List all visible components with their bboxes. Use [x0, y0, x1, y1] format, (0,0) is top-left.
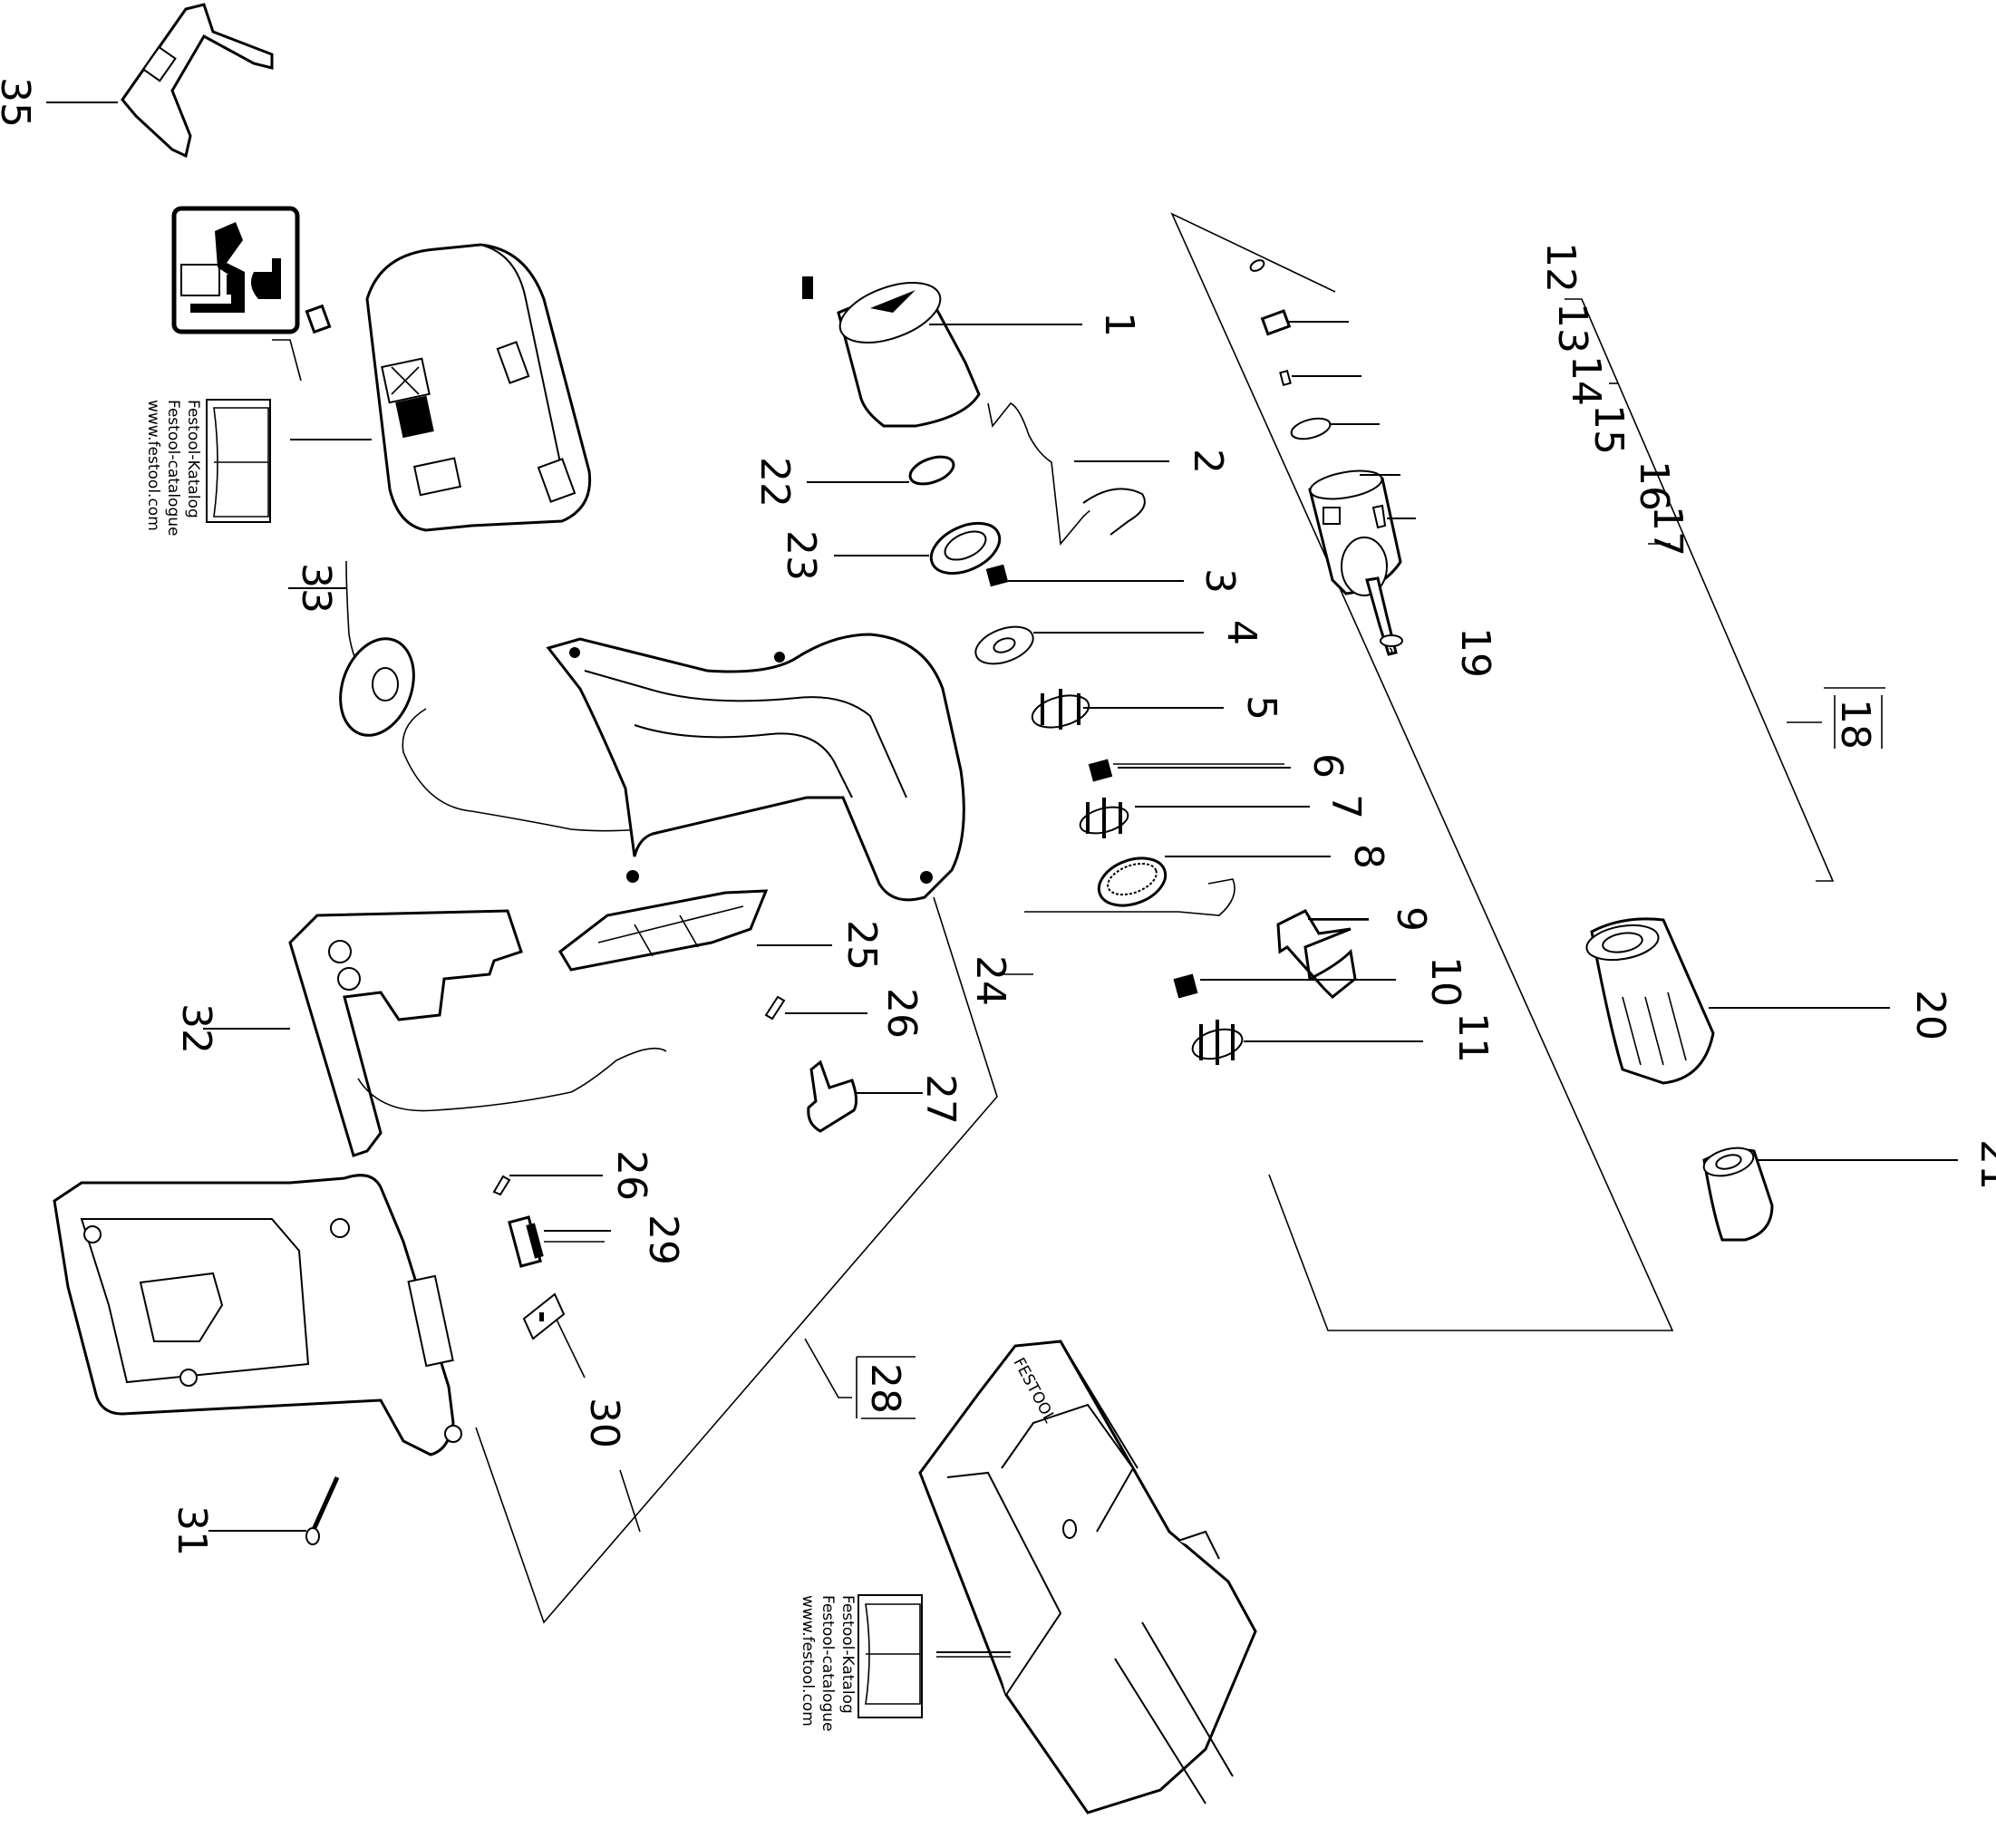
part-label-26-upper: 26 — [878, 988, 925, 1039]
part-label-17: 17 — [1644, 506, 1691, 556]
clip-part-17 — [1371, 504, 1387, 529]
part-label-30: 30 — [581, 1398, 627, 1448]
catalog-note-2-line3: www.festool.com — [799, 1595, 817, 1727]
direction-switch-part — [807, 1059, 858, 1133]
planet-carrier-part-11 — [1191, 1020, 1244, 1065]
part-label-8: 8 — [1345, 844, 1391, 869]
safety-pictogram — [171, 206, 300, 334]
part-label-10: 10 — [1422, 956, 1468, 1007]
electronics-cover-part — [558, 889, 769, 972]
cable-harness-part — [987, 402, 1146, 546]
housing-half-part — [546, 633, 965, 902]
part-label-4: 4 — [1218, 620, 1264, 645]
keyless-chuck-part — [1585, 917, 1715, 1085]
small-connector-part — [305, 304, 332, 334]
catalog-note-2: Festool-Katalog Festool-catalogue www.fe… — [799, 1594, 923, 1732]
part-label-7: 7 — [1323, 794, 1369, 819]
part-label-20: 20 — [1907, 990, 1953, 1040]
spring-clip-part-lower — [492, 1175, 511, 1196]
part-label-19: 19 — [1452, 627, 1498, 678]
o-ring-part-22 — [908, 455, 955, 486]
gear-pinion-part-10 — [1173, 973, 1198, 999]
part-label-16: 16 — [1631, 460, 1677, 511]
part-label-3: 3 — [1197, 568, 1243, 594]
gear-housing-part — [1308, 469, 1402, 596]
part-label-27: 27 — [917, 1074, 964, 1125]
part-label-6: 6 — [1304, 753, 1351, 779]
gearbox-group-bracket — [1170, 212, 1674, 1331]
part-label-35: 35 — [0, 77, 38, 128]
washer-part-15 — [1290, 417, 1332, 440]
catalog-note-1-line3: www.festool.com — [144, 400, 162, 531]
part-label-2: 2 — [1185, 449, 1231, 474]
part-label-14: 14 — [1563, 355, 1609, 406]
housing-group-bracket — [475, 896, 998, 1624]
ring-gear-part — [1097, 856, 1168, 907]
part-label-13: 13 — [1549, 303, 1595, 353]
gear-pinion-part-6 — [1088, 759, 1113, 782]
catalog-note-2-line1: Festool-Katalog — [838, 1595, 857, 1714]
belt-clip-part — [121, 3, 274, 159]
part-label-18: 18 — [1832, 699, 1878, 750]
spindle-part — [1365, 576, 1403, 656]
part-label-12: 12 — [1537, 242, 1584, 293]
planet-carrier-part-7 — [1079, 798, 1129, 838]
planet-carrier-part-5 — [1031, 689, 1090, 730]
led-fan-module-part — [339, 560, 415, 737]
part-label-33: 33 — [293, 563, 339, 614]
part-label-22: 22 — [751, 457, 798, 508]
assembly-box-18: 18 — [1824, 687, 1885, 750]
chuck-adapter-part — [1702, 1147, 1774, 1242]
washer-plate-part — [974, 625, 1034, 665]
catalog-note-1-line2: Festool-catalogue — [164, 400, 182, 537]
part-label-25: 25 — [838, 920, 885, 971]
switch-contact-part — [508, 1215, 544, 1268]
charger-part: FESTOOL — [918, 1340, 1257, 1814]
part-label-28: 28 — [862, 1363, 908, 1414]
catalog-note-1: Festool-Katalog Festool-catalogue www.fe… — [144, 399, 271, 537]
battery-pack-part — [365, 243, 592, 532]
part-label-1: 1 — [1096, 312, 1142, 337]
shift-fork-part — [1276, 909, 1357, 1000]
spring-clip-part-upper — [764, 995, 786, 1021]
chuck-group-bracket — [1565, 298, 1835, 882]
bearing-flange-part — [929, 521, 1002, 576]
assembly-box-28: 28 — [856, 1356, 916, 1419]
handle-housing-part — [53, 1174, 462, 1456]
motor-part — [802, 276, 981, 428]
part-label-31: 31 — [169, 1505, 215, 1556]
screw-part — [305, 1475, 340, 1545]
catalog-note-1-line1: Festool-Katalog — [184, 400, 202, 518]
part-label-11: 11 — [1449, 1012, 1496, 1063]
part-label-26-lower: 26 — [608, 1150, 654, 1201]
o-ring-part-12 — [1249, 259, 1265, 272]
part-label-32: 32 — [173, 1003, 219, 1054]
part-label-29: 29 — [640, 1214, 686, 1265]
pin-part — [1279, 369, 1292, 387]
part-label-9: 9 — [1388, 906, 1434, 932]
gear-pinion-part-3 — [985, 564, 1009, 587]
part-label-24: 24 — [967, 955, 1013, 1006]
clutch-ring-part — [1260, 309, 1292, 336]
label-plate-part — [522, 1292, 566, 1340]
part-label-5: 5 — [1238, 695, 1284, 721]
part-label-21: 21 — [1972, 1139, 1996, 1190]
catalog-note-2-line2: Festool-catalogue — [819, 1595, 837, 1732]
part-label-23: 23 — [778, 530, 824, 581]
switch-module-part — [288, 909, 667, 1157]
part-label-15: 15 — [1585, 404, 1632, 455]
